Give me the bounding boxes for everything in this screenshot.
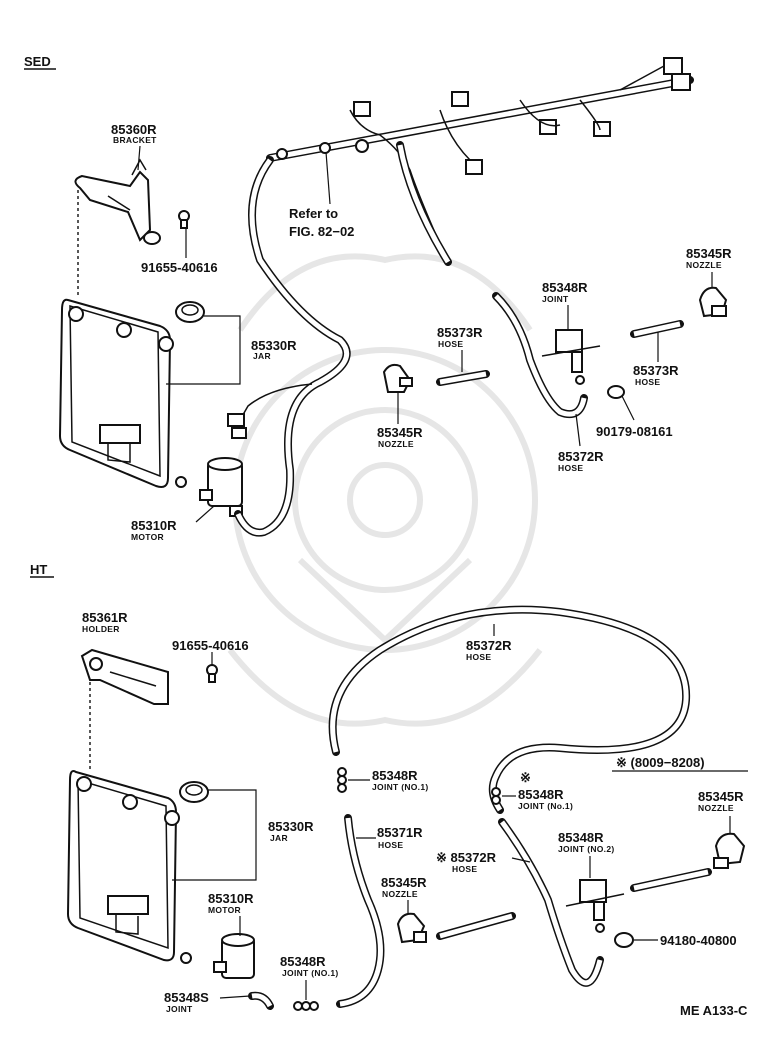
label-85372r-ht: 85372R bbox=[466, 638, 512, 653]
nozzle-85345r-sed-right bbox=[698, 286, 728, 318]
hose-85372r-ht-loop bbox=[328, 605, 691, 814]
label-85372r-ht-desc: HOSE bbox=[466, 652, 491, 662]
clip-90179-08161 bbox=[607, 385, 625, 399]
label-85345r-ht-right: 85345R bbox=[698, 789, 744, 804]
holder-85361r bbox=[80, 648, 169, 705]
nozzle-85345r-sed-left bbox=[382, 363, 413, 393]
label-85310r-sed: 85310R bbox=[131, 518, 177, 533]
label-85373r-sed-right-desc: HOSE bbox=[635, 377, 660, 387]
label-85348s-desc: JOINT bbox=[166, 1004, 193, 1014]
label-85371r: 85371R bbox=[377, 825, 423, 840]
label-85310r-ht: 85310R bbox=[208, 891, 254, 906]
jar-85330r-sed bbox=[58, 298, 205, 488]
hose-85373r-sed-mid bbox=[436, 370, 490, 386]
joint-85348r-ht-top bbox=[337, 767, 347, 793]
label-85373r-sed-mid-desc: HOSE bbox=[438, 339, 463, 349]
joint-85348r-ht-bottom bbox=[293, 1001, 319, 1011]
hose-ht-right-short bbox=[630, 868, 712, 892]
label-85348s: 85348S bbox=[164, 990, 209, 1005]
label-85345r-ht-left: 85345R bbox=[381, 875, 427, 890]
hose-85372r-sed bbox=[492, 292, 588, 419]
section-label-ht: HT bbox=[30, 562, 47, 577]
hose-85373r-sed-right bbox=[630, 320, 684, 338]
date-range-note: ※ (8009−8208) bbox=[616, 755, 705, 770]
joint-85348r-sed bbox=[541, 329, 601, 385]
label-85373r-sed-right: 85373R bbox=[633, 363, 679, 378]
label-85348r-sed: 85348R bbox=[542, 280, 588, 295]
label-85373r-sed-mid: 85373R bbox=[437, 325, 483, 340]
label-85372r-star-desc: HOSE bbox=[452, 864, 477, 874]
label-91655-40616-ht: 91655-40616 bbox=[172, 638, 249, 653]
label-85348r-no2: 85348R bbox=[558, 830, 604, 845]
refer-text-line2: FIG. 82−02 bbox=[289, 224, 354, 239]
label-90179-08161: 90179-08161 bbox=[596, 424, 673, 439]
label-85345r-sed-right-desc: NOZZLE bbox=[686, 260, 722, 270]
joint-no1-right-mark: ※ bbox=[520, 770, 531, 785]
label-85348r-ht-right-desc: JOINT (No.1) bbox=[518, 801, 573, 811]
joint-85348r-ht-right bbox=[491, 787, 501, 805]
bolt-91655-ht bbox=[206, 664, 218, 683]
label-85345r-ht-right-desc: NOZZLE bbox=[698, 803, 734, 813]
label-85310r-ht-desc: MOTOR bbox=[208, 905, 241, 915]
hose-sed-long bbox=[227, 156, 351, 537]
label-85372r-sed: 85372R bbox=[558, 449, 604, 464]
label-85330r-sed-desc: JAR bbox=[253, 351, 271, 361]
label-85330r-sed: 85330R bbox=[251, 338, 297, 353]
watermark-emblem bbox=[227, 253, 543, 727]
motor-85310r-ht bbox=[180, 933, 255, 979]
label-85348r-ht-top: 85348R bbox=[372, 768, 418, 783]
label-85348r-ht-bottom: 85348R bbox=[280, 954, 326, 969]
clip-94180-40800 bbox=[614, 932, 634, 948]
jar-85330r-ht bbox=[66, 770, 209, 962]
label-85361r-desc: HOLDER bbox=[82, 624, 120, 634]
hose-ht-left-short bbox=[436, 912, 516, 940]
label-85361r: 85361R bbox=[82, 610, 128, 625]
label-85348r-ht-top-desc: JOINT (NO.1) bbox=[372, 782, 429, 792]
bolt-91655 bbox=[178, 210, 190, 229]
joint-85348r-no2 bbox=[565, 879, 625, 933]
label-94180-40800: 94180-40800 bbox=[660, 933, 737, 948]
label-85348r-ht-bottom-desc: JOINT (NO.1) bbox=[282, 968, 339, 978]
label-85371r-desc: HOSE bbox=[378, 840, 403, 850]
label-85348r-ht-right: 85348R bbox=[518, 787, 564, 802]
label-85345r-sed-left: 85345R bbox=[377, 425, 423, 440]
label-85330r-ht: 85330R bbox=[268, 819, 314, 834]
wire-harness bbox=[266, 57, 694, 266]
figure-code: ME A133-C bbox=[680, 1003, 748, 1018]
bracket-85360r bbox=[74, 158, 161, 245]
label-85348r-no2-desc: JOINT (NO.2) bbox=[558, 844, 615, 854]
nozzle-85345r-ht-left bbox=[396, 912, 427, 944]
hose-85371r bbox=[336, 814, 385, 1008]
label-85372r-star: ※ 85372R bbox=[436, 850, 497, 865]
label-85372r-sed-desc: HOSE bbox=[558, 463, 583, 473]
joint-85348s bbox=[248, 991, 274, 1010]
motor-85310r-sed bbox=[175, 457, 243, 517]
label-85360r: 85360R bbox=[111, 122, 157, 137]
label-85345r-sed-right: 85345R bbox=[686, 246, 732, 261]
section-label-sed: SED bbox=[24, 54, 51, 69]
label-85310r-sed-desc: MOTOR bbox=[131, 532, 164, 542]
hose-85372r-star bbox=[498, 818, 604, 987]
label-91655-40616-sed: 91655-40616 bbox=[141, 260, 218, 275]
refer-text-line1: Refer to bbox=[289, 206, 338, 221]
label-85360r-desc: BRACKET bbox=[113, 135, 157, 145]
label-85330r-ht-desc: JAR bbox=[270, 833, 288, 843]
label-85345r-ht-left-desc: NOZZLE bbox=[382, 889, 418, 899]
label-85348r-sed-desc: JOINT bbox=[542, 294, 569, 304]
nozzle-85345r-ht-right bbox=[713, 832, 746, 869]
label-85345r-sed-left-desc: NOZZLE bbox=[378, 439, 414, 449]
